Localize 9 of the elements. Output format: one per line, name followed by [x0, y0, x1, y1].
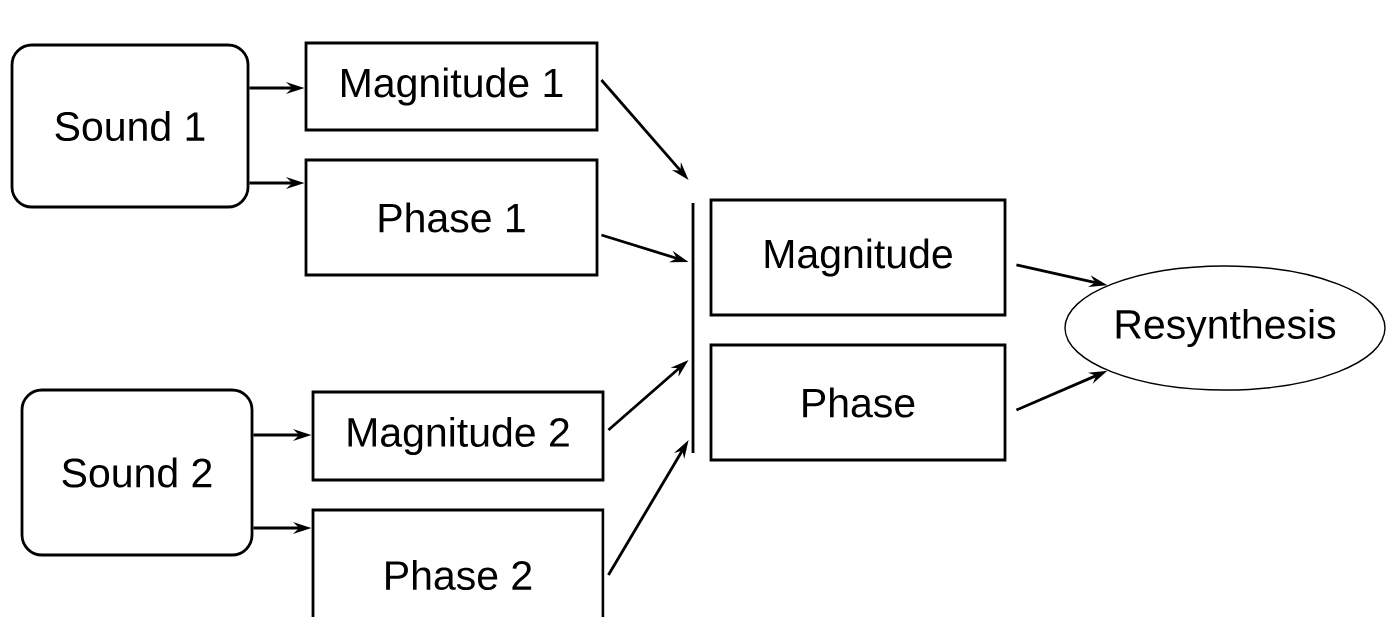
- process-box: Phase: [709, 343, 1007, 462]
- process-box: Magnitude: [709, 198, 1007, 317]
- vertical-bar: [691, 203, 695, 453]
- process-box: Magnitude 2: [311, 390, 605, 482]
- sound-box: Sound 2: [20, 388, 254, 557]
- sound-box: Sound 1: [10, 43, 250, 209]
- process-box: Phase 1: [304, 158, 599, 277]
- process-box: Magnitude 1: [304, 41, 599, 132]
- process-box: Phase 2: [311, 508, 605, 617]
